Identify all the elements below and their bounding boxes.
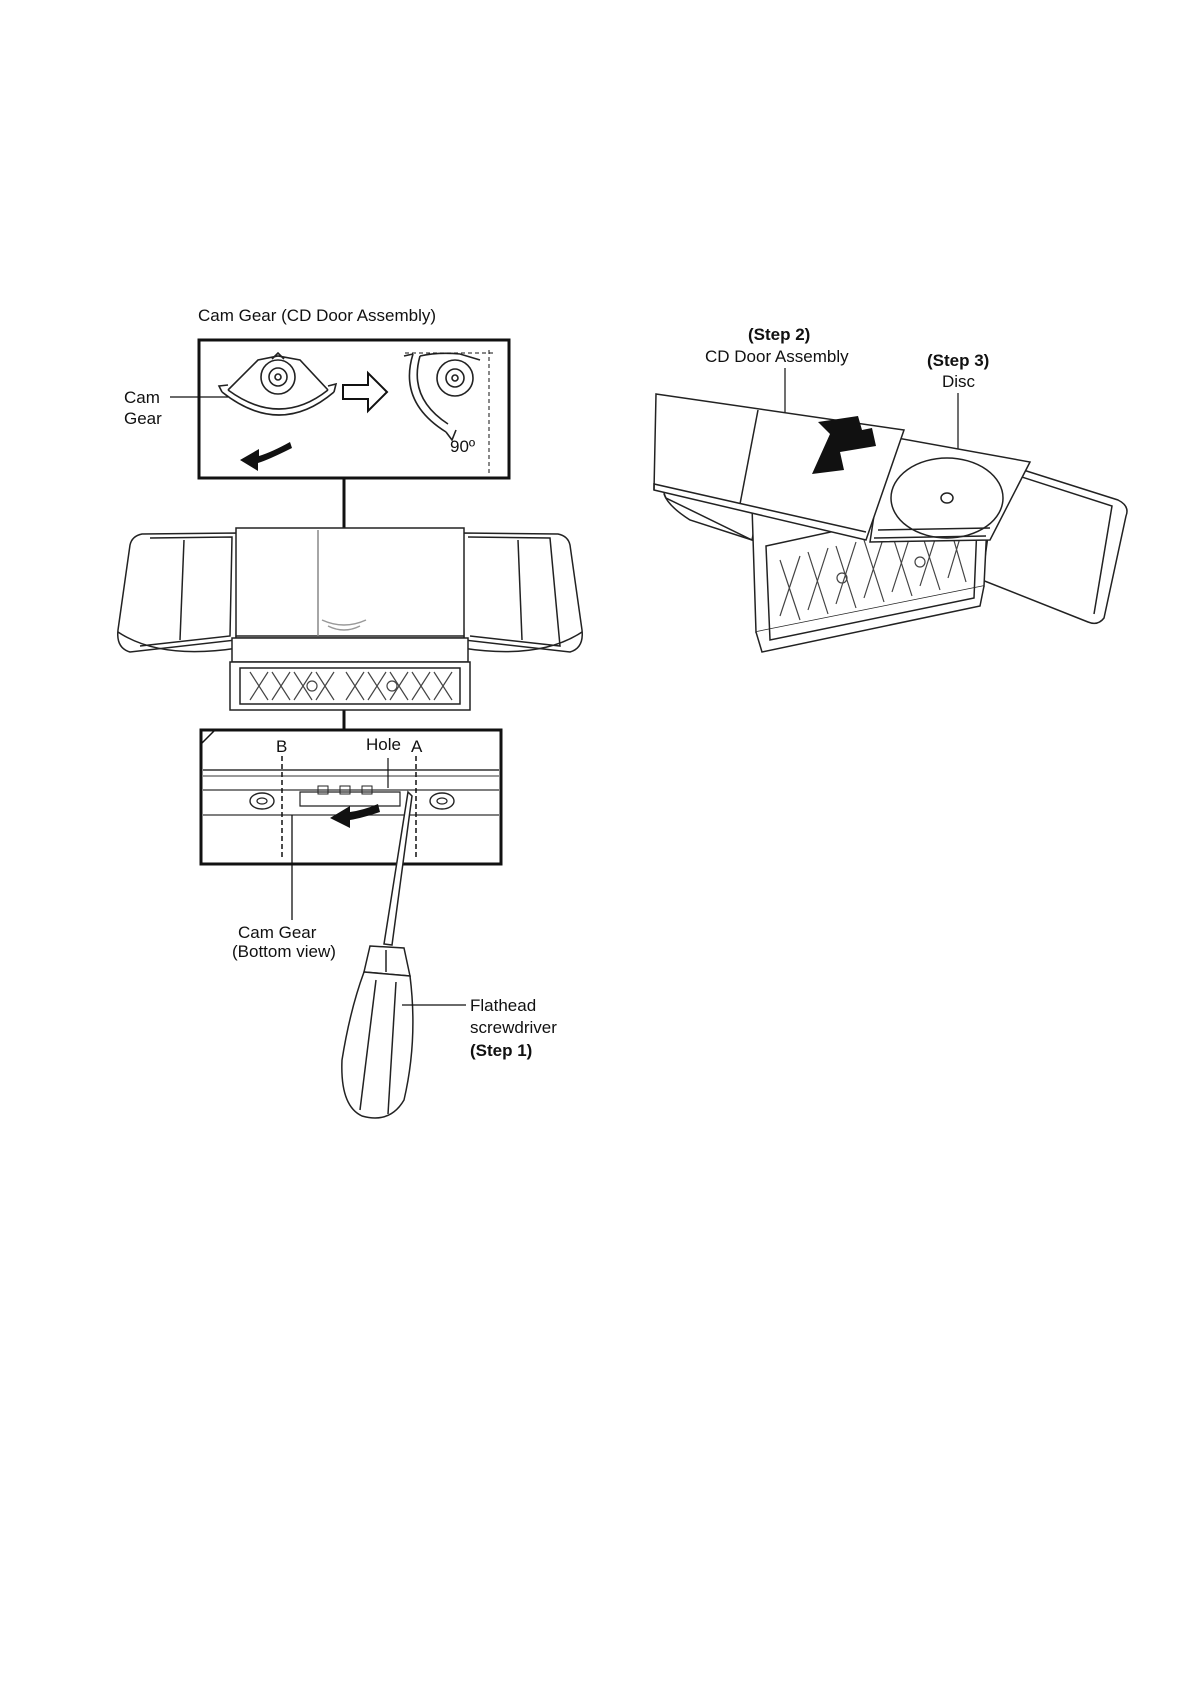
bottom-view-inset: [201, 730, 501, 864]
stereo-unit-front: [118, 528, 583, 710]
cd-door-removal-figure: (Step 2) CD Door Assembly (Step 3) Disc: [654, 325, 1127, 652]
cd-door-label: CD Door Assembly: [705, 347, 849, 366]
cam-gear-inset: 90º: [199, 340, 509, 478]
cam-gear-removal-figure: Cam Gear (CD Door Assembly): [118, 306, 583, 1118]
step1-label: (Step 1): [470, 1041, 532, 1060]
step2-label: (Step 2): [748, 325, 810, 344]
rotate-left-arrow-icon: [330, 804, 380, 828]
screwdriver-icon: [342, 792, 413, 1118]
step3-label: (Step 3): [927, 351, 989, 370]
disc-label: Disc: [942, 372, 976, 391]
cam-gear-before: [219, 353, 336, 415]
cam-gear-label-line2: Gear: [124, 409, 162, 428]
hole-label: Hole: [366, 735, 401, 754]
bottom-inset-frame: [201, 730, 501, 864]
screwdriver-label-line2: screwdriver: [470, 1018, 557, 1037]
screwdriver-label-line1: Flathead: [470, 996, 536, 1015]
point-b-label: B: [276, 737, 287, 756]
hollow-right-arrow-icon: [343, 373, 387, 411]
cam-gear-label-line1: Cam: [124, 388, 160, 407]
inset-title: Cam Gear (CD Door Assembly): [198, 306, 436, 325]
bottom-view-label-line2: (Bottom view): [232, 942, 336, 961]
point-a-label: A: [411, 737, 423, 756]
rotate-arrow-icon: [240, 442, 292, 471]
cam-gear-after: [404, 353, 480, 440]
angle-label: 90º: [450, 437, 475, 456]
stereo-unit-isometric: [654, 394, 1127, 652]
bottom-view-label-line1: Cam Gear: [238, 923, 317, 942]
